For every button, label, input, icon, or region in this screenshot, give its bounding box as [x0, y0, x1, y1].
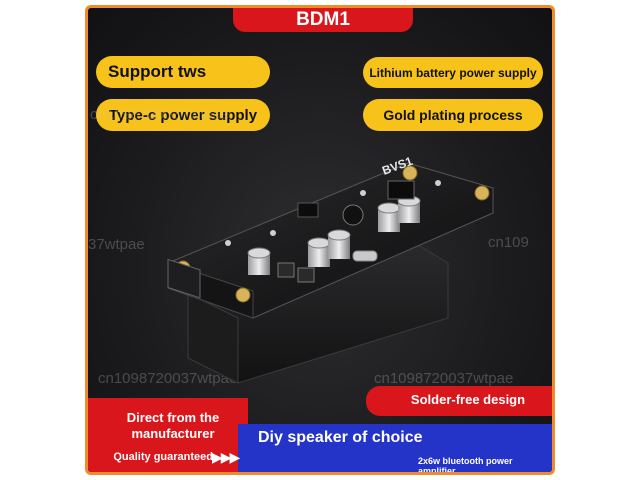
capacitor	[307, 237, 331, 267]
watermark-text: 37wtpae	[88, 236, 145, 253]
watermark-text: cn1098720037wtpae	[98, 370, 238, 387]
chip	[387, 180, 415, 200]
capacitor	[247, 247, 271, 275]
feature-typec-power: Type-c power supply	[96, 99, 270, 131]
diy-speaker-tagline: Diy speaker of choice	[258, 429, 423, 446]
quality-guaranteed: Quality guaranteed	[113, 451, 213, 463]
battery-holder-face	[187, 292, 239, 384]
bottom-blue-band	[238, 424, 552, 472]
inductor	[277, 262, 295, 278]
arrow-icons: ▶▶▶	[212, 449, 240, 465]
potentiometer	[342, 204, 364, 226]
mounting-hole	[235, 287, 251, 303]
product-frame: BDM1 Support tws Lithium battery power s…	[85, 5, 555, 475]
screw-terminal	[167, 258, 201, 299]
amplifier-board-image: BVS1	[167, 154, 494, 384]
smd-component	[360, 190, 366, 196]
product-title: BDM1	[233, 8, 413, 32]
watermark-text: cn1098720037wtpae	[90, 106, 230, 123]
capacitor	[377, 202, 401, 232]
feature-support-tws: Support tws	[96, 56, 270, 88]
watermark-text: cn1098720037wtpae	[374, 370, 514, 387]
capacitor	[327, 229, 351, 259]
mounting-hole	[402, 165, 418, 181]
watermark-text: cn109	[488, 234, 529, 251]
direct-from-manufacturer: Direct from the manufacturer	[126, 410, 220, 441]
feature-gold-plating: Gold plating process	[363, 99, 543, 131]
usb-c-port	[352, 250, 378, 262]
smd-component	[435, 180, 441, 186]
chip	[297, 202, 319, 218]
capacitor	[397, 195, 421, 223]
amplifier-spec: 2x6w bluetooth power amplifier	[418, 456, 513, 475]
bottom-red-right-tab	[366, 386, 552, 416]
feature-lithium-battery: Lithium battery power supply	[363, 57, 543, 88]
bottom-red-left-panel	[88, 398, 248, 472]
smd-component	[270, 230, 276, 236]
smd-component	[225, 240, 231, 246]
inductor	[297, 267, 315, 283]
mounting-hole	[474, 185, 490, 201]
solder-free-design: Solder-free design	[410, 392, 526, 407]
